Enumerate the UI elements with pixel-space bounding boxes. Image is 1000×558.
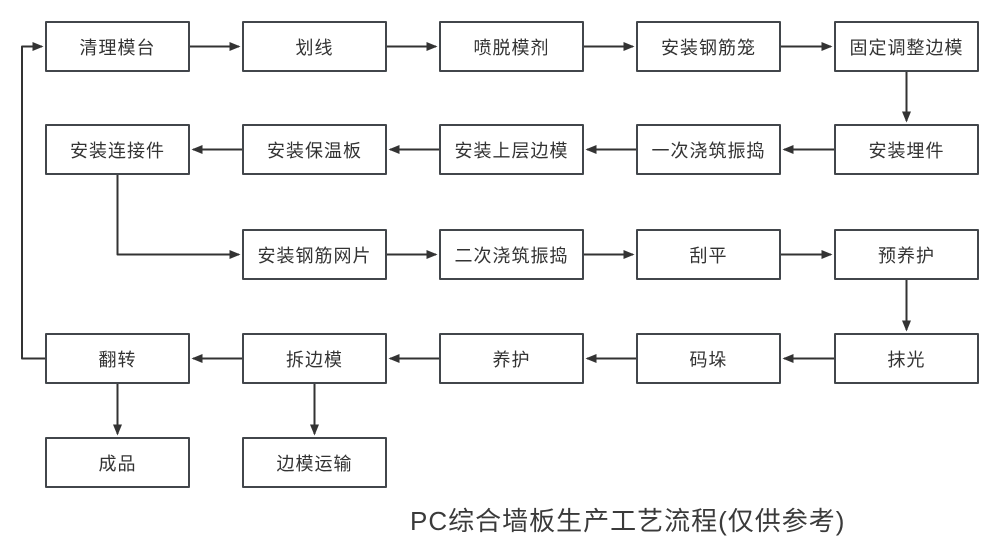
node-label: 安装钢筋笼 — [661, 37, 756, 58]
node-label: 边模运输 — [276, 453, 353, 474]
node-label: 安装上层边模 — [454, 140, 569, 161]
node-label: 安装连接件 — [70, 140, 165, 161]
node-label: 码垛 — [689, 349, 728, 370]
diagram-title: PC综合墙板生产工艺流程(仅供参考) — [410, 506, 846, 536]
node-label: 抹光 — [887, 349, 926, 370]
node-curing: 养护 — [439, 333, 584, 384]
node-label: 清理模台 — [79, 37, 156, 58]
connector-connectors-to-rebar-mesh — [116, 175, 241, 259]
node-clean-mold-table: 清理模台 — [45, 21, 190, 72]
node-side-mold-transport: 边模运输 — [242, 437, 387, 488]
node-label: 拆边模 — [286, 349, 343, 370]
node-install-upper-side-mold: 安装上层边模 — [439, 124, 584, 175]
node-finished-product: 成品 — [45, 437, 190, 488]
node-label: 安装钢筋网片 — [257, 245, 372, 266]
node-flip: 翻转 — [45, 333, 190, 384]
node-label: 划线 — [295, 37, 334, 58]
node-second-pour-vibrate: 二次浇筑振捣 — [439, 229, 584, 280]
node-install-insulation-board: 安装保温板 — [242, 124, 387, 175]
node-troweling: 抹光 — [834, 333, 979, 384]
node-install-embedded-parts: 安装埋件 — [834, 124, 979, 175]
node-label: 预养护 — [878, 245, 935, 266]
node-screed: 刮平 — [636, 229, 781, 280]
node-label: 刮平 — [689, 245, 728, 266]
node-install-rebar-mesh: 安装钢筋网片 — [242, 229, 387, 280]
node-fix-adjust-side-mold: 固定调整边模 — [834, 21, 979, 72]
node-label: 固定调整边模 — [849, 37, 964, 58]
node-label: 安装保温板 — [267, 140, 362, 161]
node-install-connectors: 安装连接件 — [45, 124, 190, 175]
node-remove-side-mold: 拆边模 — [242, 333, 387, 384]
node-label: 养护 — [492, 349, 531, 370]
node-label: 安装埋件 — [868, 140, 945, 161]
node-pre-curing: 预养护 — [834, 229, 979, 280]
node-label: 翻转 — [98, 349, 137, 370]
node-label: 一次浇筑振捣 — [651, 140, 766, 161]
node-marking: 划线 — [242, 21, 387, 72]
connector-flip-loop-to-clean — [21, 42, 45, 360]
node-label: 喷脱模剂 — [473, 37, 550, 58]
node-stacking: 码垛 — [636, 333, 781, 384]
node-spray-release-agent: 喷脱模剂 — [439, 21, 584, 72]
node-first-pour-vibrate: 一次浇筑振捣 — [636, 124, 781, 175]
node-install-rebar-cage: 安装钢筋笼 — [636, 21, 781, 72]
node-label: 二次浇筑振捣 — [454, 245, 569, 266]
node-label: 成品 — [98, 453, 137, 474]
